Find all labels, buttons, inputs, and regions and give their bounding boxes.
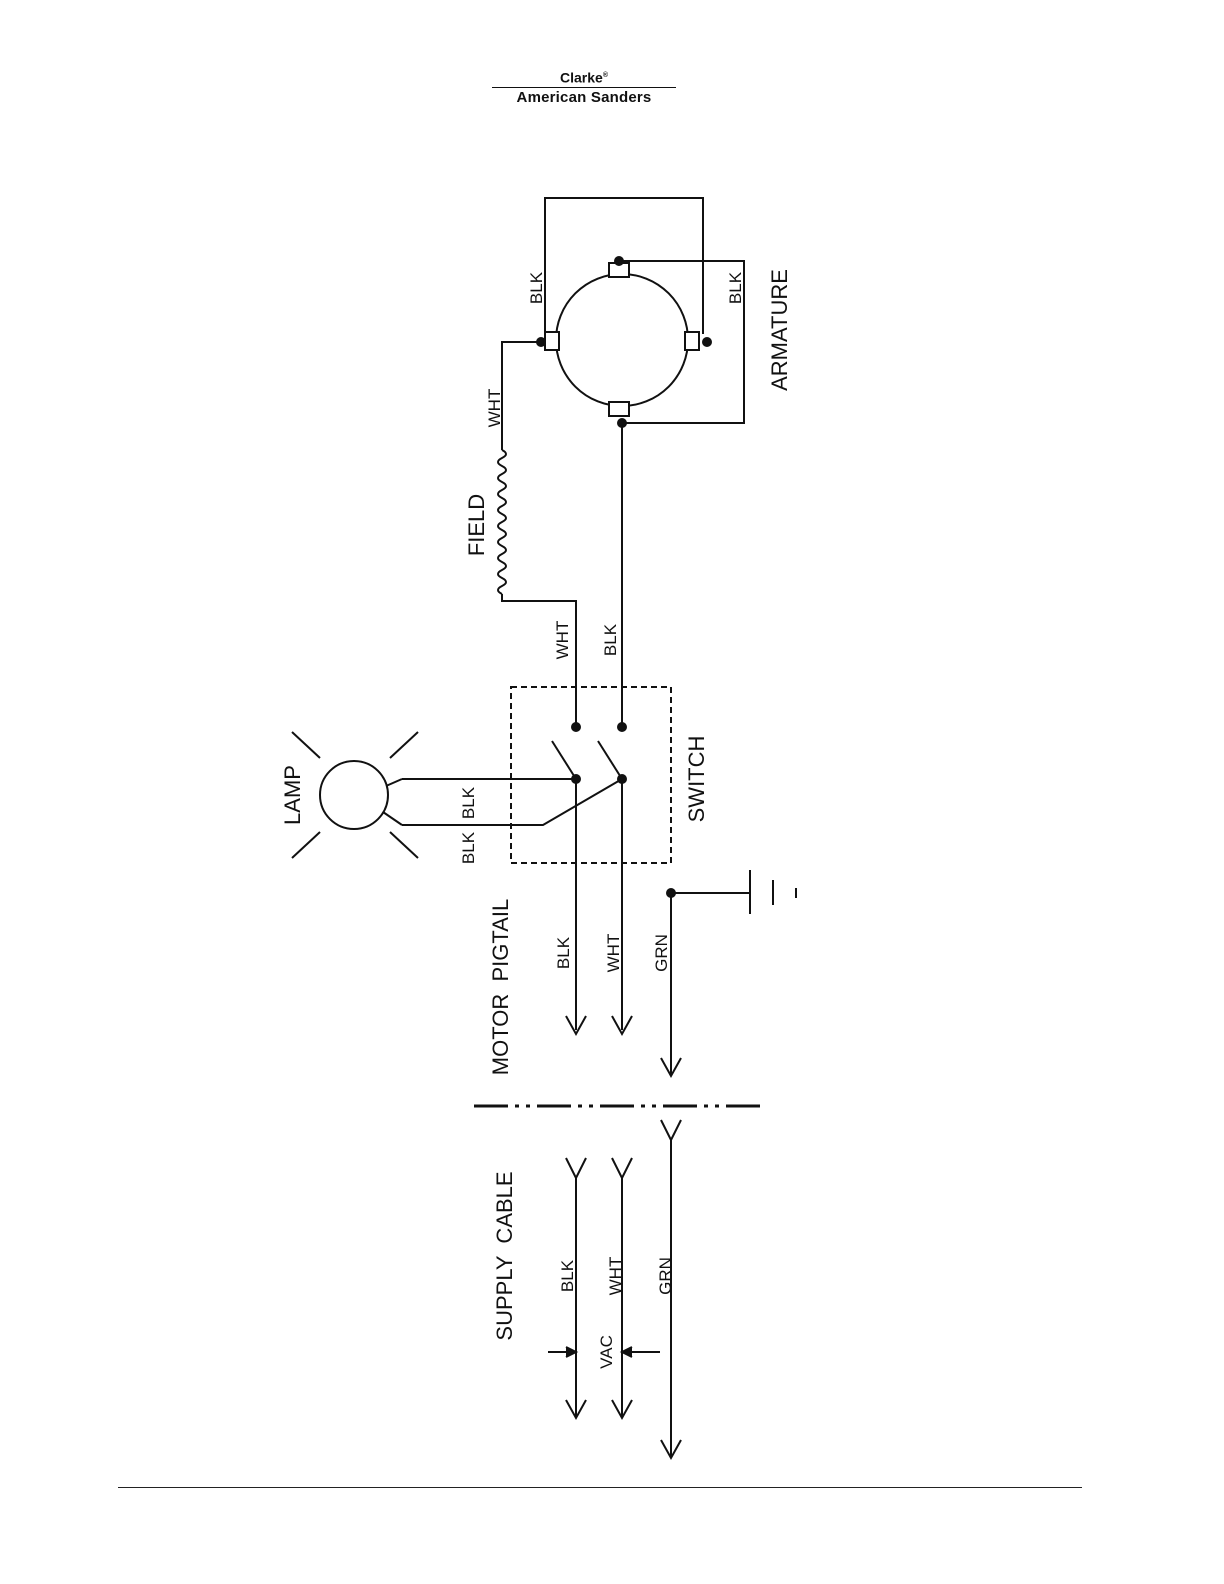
lamp-lead-lower: [383, 812, 402, 825]
lamp-ray-4: [390, 832, 418, 858]
switch-blade-1: [552, 741, 576, 779]
vac-dim-right-head: [622, 1347, 632, 1357]
label-armature: ARMATURE: [767, 269, 792, 391]
label-lamp: LAMP: [280, 765, 305, 825]
label-supply-wht: WHT: [606, 1257, 625, 1296]
supply-socket-1: [566, 1158, 586, 1178]
label-armature-left-blk: BLK: [527, 271, 546, 304]
field-coil: [498, 342, 576, 727]
label-field: FIELD: [464, 494, 489, 556]
supply-socket-3: [661, 1120, 681, 1140]
lamp-lead-upper: [386, 779, 402, 786]
label-pigtail-blk: BLK: [554, 936, 573, 969]
label-vac: VAC: [597, 1335, 616, 1369]
wire-field-top: [502, 342, 541, 450]
label-lamp-blk-upper: BLK: [459, 786, 478, 819]
label-pigtail-wht: WHT: [604, 934, 623, 973]
wire-field-bottom: [502, 594, 576, 727]
lamp: [292, 732, 418, 858]
label-field-wht-bottom: WHT: [553, 621, 572, 660]
vac-dim-left-head: [566, 1347, 576, 1357]
supply-socket-2: [612, 1158, 632, 1178]
motor-circle: [556, 274, 688, 406]
terminal-right: [703, 338, 711, 346]
label-armature-right-blk: BLK: [726, 271, 745, 304]
lamp-ray-1: [292, 732, 320, 758]
label-lamp-blk-lower: BLK: [459, 831, 478, 864]
lamp-ray-3: [292, 832, 320, 858]
brush-right: [685, 332, 699, 350]
label-supply-cable: SUPPLY CABLE: [492, 1171, 517, 1340]
field-coil-winding: [498, 450, 506, 594]
switch-contact-2-top: [618, 723, 626, 731]
label-armature-switch-blk: BLK: [601, 623, 620, 656]
label-pigtail-grn: GRN: [652, 934, 671, 972]
label-motor-pigtail: MOTOR PIGTAIL: [488, 899, 513, 1075]
label-switch: SWITCH: [684, 736, 709, 823]
brush-bottom: [609, 402, 629, 416]
pigtail-arrows: [566, 1016, 681, 1076]
label-field-wht-top: WHT: [485, 389, 504, 428]
label-supply-blk: BLK: [558, 1259, 577, 1292]
lamp-ray-2: [390, 732, 418, 758]
brush-left: [545, 332, 559, 350]
switch: [402, 687, 671, 1030]
switch-blade-2: [598, 741, 622, 779]
motor-armature: [537, 198, 744, 427]
footer-rule: [118, 1487, 1082, 1488]
label-supply-grn: GRN: [656, 1257, 675, 1295]
lamp-bulb: [320, 761, 388, 829]
switch-box: [511, 687, 671, 863]
ground: [667, 870, 796, 1075]
switch-contact-1-top: [572, 723, 580, 731]
